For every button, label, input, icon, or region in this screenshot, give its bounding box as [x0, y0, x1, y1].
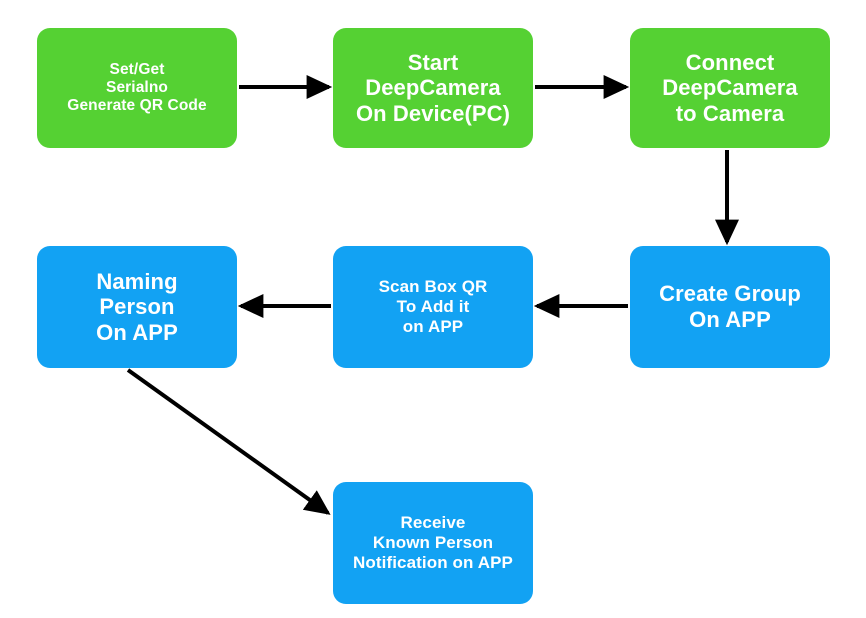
node-line: Set/Get	[109, 61, 165, 79]
node-naming-person-on-app[interactable]: Naming Person On APP	[37, 246, 237, 368]
node-line: Known Person	[372, 533, 494, 553]
node-line: Generate QR Code	[67, 96, 207, 114]
node-line: On APP	[689, 307, 771, 332]
node-line: Serialno	[106, 79, 168, 97]
node-start-deepcamera[interactable]: Start DeepCamera On Device(PC)	[333, 28, 533, 148]
node-line: On Device(PC)	[355, 100, 511, 126]
node-create-group-on-app[interactable]: Create Group On APP	[630, 246, 830, 368]
node-line: Start	[407, 49, 459, 75]
node-line: to Camera	[675, 100, 785, 126]
node-line: Person	[99, 294, 175, 320]
node-connect-deepcamera-to-camera[interactable]: Connect DeepCamera to Camera	[630, 28, 830, 148]
node-line: on APP	[402, 316, 464, 336]
node-line: Receive	[400, 513, 466, 533]
node-set-get-serialno[interactable]: Set/Get Serialno Generate QR Code	[37, 28, 237, 148]
node-receive-known-person-notification[interactable]: Receive Known Person Notification on APP	[333, 482, 533, 604]
arrow-naming-to-notify	[126, 368, 331, 515]
node-line: On APP	[96, 319, 178, 345]
node-line: Scan Box QR	[378, 277, 488, 297]
node-line: DeepCamera	[365, 75, 501, 101]
node-line: Create Group	[659, 281, 801, 307]
node-line: Connect	[685, 49, 775, 75]
node-scan-box-qr[interactable]: Scan Box QR To Add it on APP	[333, 246, 533, 368]
node-line: DeepCamera	[662, 75, 798, 101]
node-line: Notification on APP	[353, 552, 513, 572]
node-line: To Add it	[396, 297, 470, 317]
node-line: Naming	[96, 268, 178, 294]
